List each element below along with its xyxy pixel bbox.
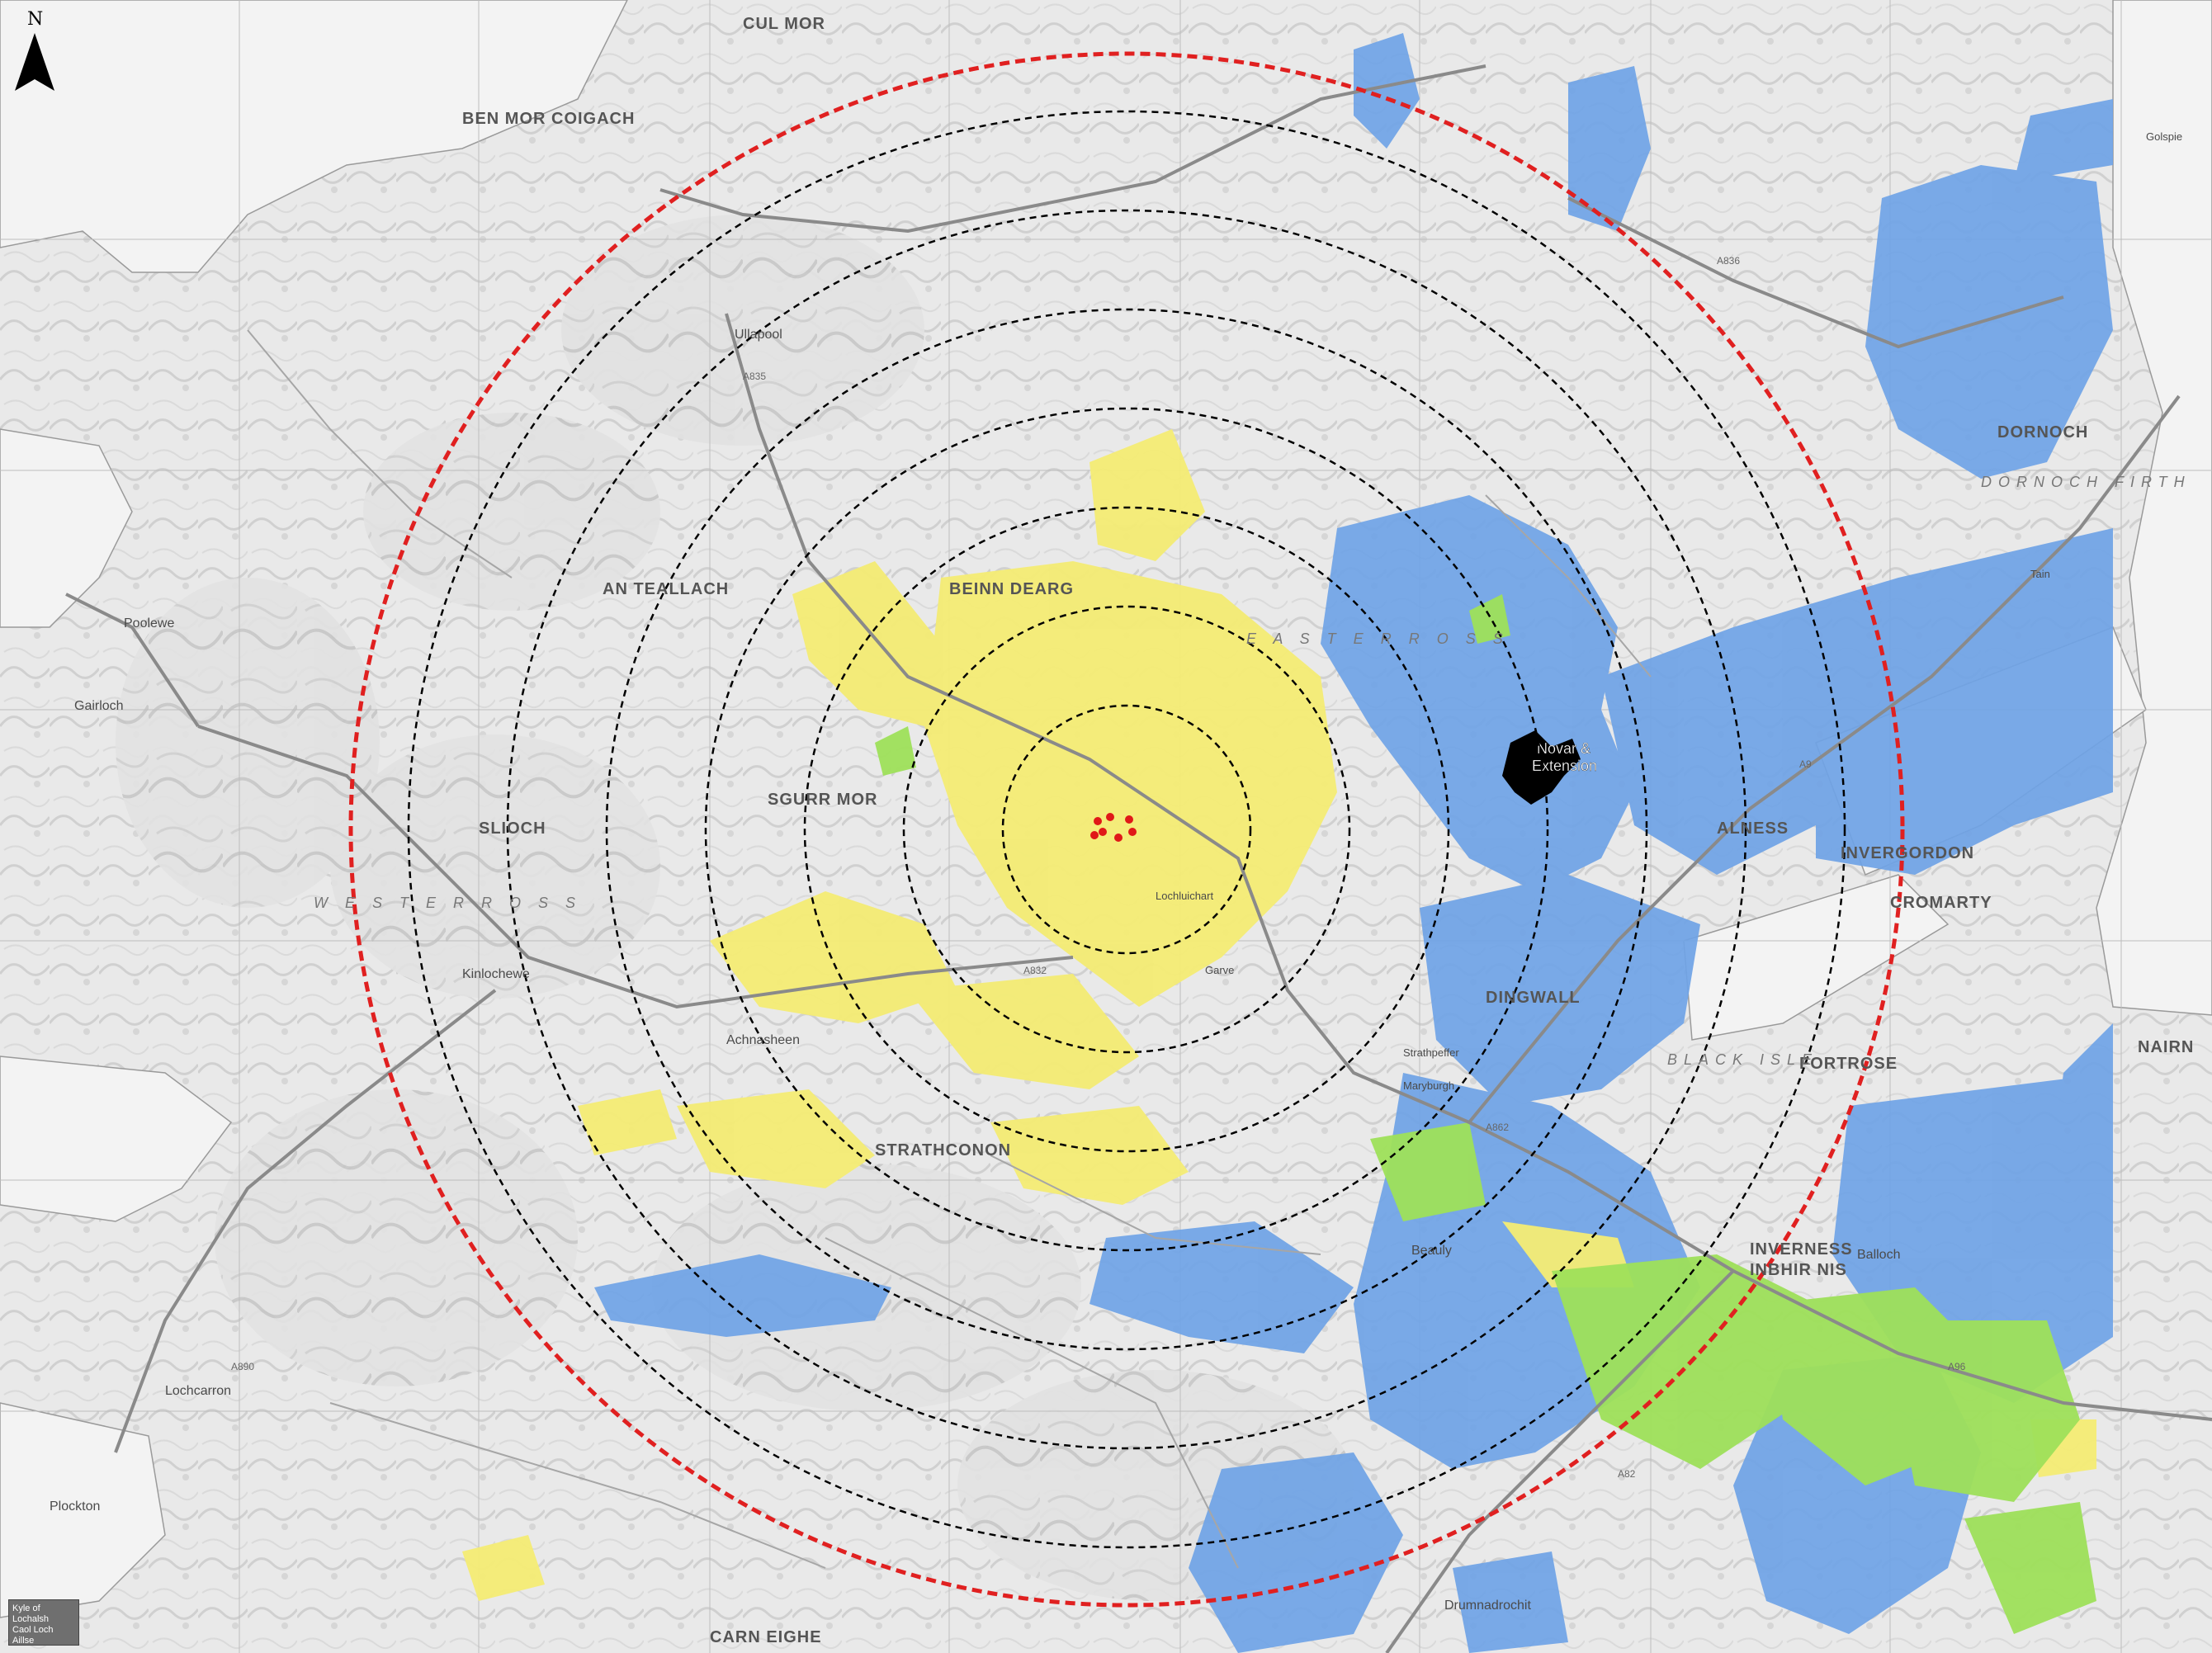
study-area-rings	[407, 110, 1846, 1549]
road-a835: A835	[743, 371, 766, 382]
label-lochluichart: Lochluichart	[1156, 890, 1213, 902]
roads-minor	[247, 329, 1652, 1569]
label-cromarty: CROMARTY	[1890, 894, 1992, 912]
turbine-marker	[1125, 815, 1133, 824]
place-labels: Ullapool Poolewe Gairloch SGURR MOR AN T…	[50, 15, 2194, 1646]
road-labels: A835 A832 A890 A9 A82 A96 A862 A836	[231, 255, 1966, 1480]
label-balloch: Balloch	[1857, 1248, 1900, 1262]
road-a9: A9	[1799, 758, 1812, 770]
label-dornoch-firth: DORNOCH FIRTH	[1981, 474, 2191, 490]
outer-study-boundary	[348, 51, 1905, 1608]
label-kinlochewe: Kinlochewe	[462, 967, 530, 981]
road-a836: A836	[1717, 255, 1740, 267]
proposed-turbines[interactable]	[1090, 813, 1137, 842]
north-label: N	[27, 9, 43, 30]
novar-development-marker[interactable]	[1502, 730, 1581, 805]
label-nairn: NAIRN	[2138, 1038, 2194, 1056]
turbine-marker	[1094, 817, 1102, 825]
label-carn-eighe: CARN EIGHE	[710, 1628, 822, 1646]
ring-3	[803, 506, 1450, 1153]
label-wester-ross: W E S T E R R O S S	[314, 895, 582, 911]
hill-shading	[116, 215, 1354, 1601]
road-a96: A96	[1948, 1361, 1966, 1372]
label-cul-mor: CUL MOR	[743, 15, 825, 33]
label-plockton: Plockton	[50, 1500, 100, 1514]
label-lochcarron: Lochcarron	[165, 1384, 231, 1398]
ring-7	[407, 110, 1846, 1549]
label-inverness: INVERNESS	[1750, 1240, 1853, 1259]
label-black-isle: BLACK ISLE	[1667, 1051, 1818, 1068]
novar-label-line1: Novar &	[1537, 740, 1590, 757]
turbine-marker	[1099, 828, 1107, 836]
ring-4	[704, 407, 1549, 1252]
label-maryburgh: Maryburgh	[1403, 1079, 1454, 1092]
logo-line1: Kyle of Lochalsh	[12, 1603, 50, 1624]
label-invergordon: INVERGORDON	[1841, 844, 1974, 862]
label-dingwall: DINGWALL	[1486, 989, 1581, 1007]
ring-1	[1001, 704, 1252, 955]
novar-label: Novar & Extension	[1532, 740, 1597, 774]
label-poolewe: Poolewe	[124, 616, 174, 631]
road-a862: A862	[1486, 1122, 1509, 1133]
turbine-marker	[1090, 831, 1099, 839]
north-arrow: N	[15, 9, 54, 91]
turbine-marker	[1128, 828, 1137, 836]
north-arrow-icon	[15, 33, 54, 91]
ring-6	[506, 209, 1747, 1450]
label-slioch: SLIOCH	[479, 819, 546, 838]
road-a890: A890	[231, 1361, 254, 1372]
label-beauly: Beauly	[1411, 1244, 1452, 1258]
sea-areas	[0, 0, 2212, 1618]
label-beinn-dearg: BEINN DEARG	[949, 580, 1074, 598]
ring-5	[605, 308, 1648, 1351]
label-tain: Tain	[2030, 568, 2050, 580]
zone-green	[875, 594, 2096, 1634]
map-logo: Kyle of Lochalsh Caol Loch Aillse	[8, 1599, 79, 1646]
label-garve: Garve	[1205, 964, 1234, 976]
label-easter-ross: E A S T E R R O S S	[1246, 631, 1510, 647]
turbine-marker	[1114, 834, 1123, 842]
label-achnasheen: Achnasheen	[726, 1033, 800, 1047]
turbine-marker	[1106, 813, 1114, 821]
ring-2	[902, 605, 1351, 1054]
label-drumnadrochit: Drumnadrochit	[1444, 1599, 1531, 1613]
novar-label-line2: Extension	[1532, 758, 1597, 774]
label-ullapool: Ullapool	[735, 328, 782, 342]
roads	[65, 64, 2212, 1653]
label-golspie: Golspie	[2146, 130, 2182, 143]
label-inbhir-nis: INBHIR NIS	[1750, 1261, 1847, 1279]
label-fortrose: FORTROSE	[1799, 1055, 1898, 1073]
label-ben-mor-coigach: BEN MOR COIGACH	[462, 110, 635, 128]
label-strathpeffer: Strathpeffer	[1403, 1046, 1459, 1059]
logo-line2: Caol Loch Aillse	[12, 1625, 54, 1646]
zone-yellow	[462, 429, 2096, 1601]
road-a82: A82	[1618, 1468, 1636, 1480]
label-strathconon: STRATHCONON	[875, 1141, 1011, 1159]
label-alness: ALNESS	[1717, 819, 1789, 838]
road-a832: A832	[1023, 965, 1047, 976]
label-gairloch: Gairloch	[74, 699, 124, 713]
label-sgurr-mor: SGURR MOR	[768, 791, 877, 809]
label-dornoch: DORNOCH	[1997, 423, 2088, 442]
label-an-teallach: AN TEALLACH	[603, 580, 729, 598]
